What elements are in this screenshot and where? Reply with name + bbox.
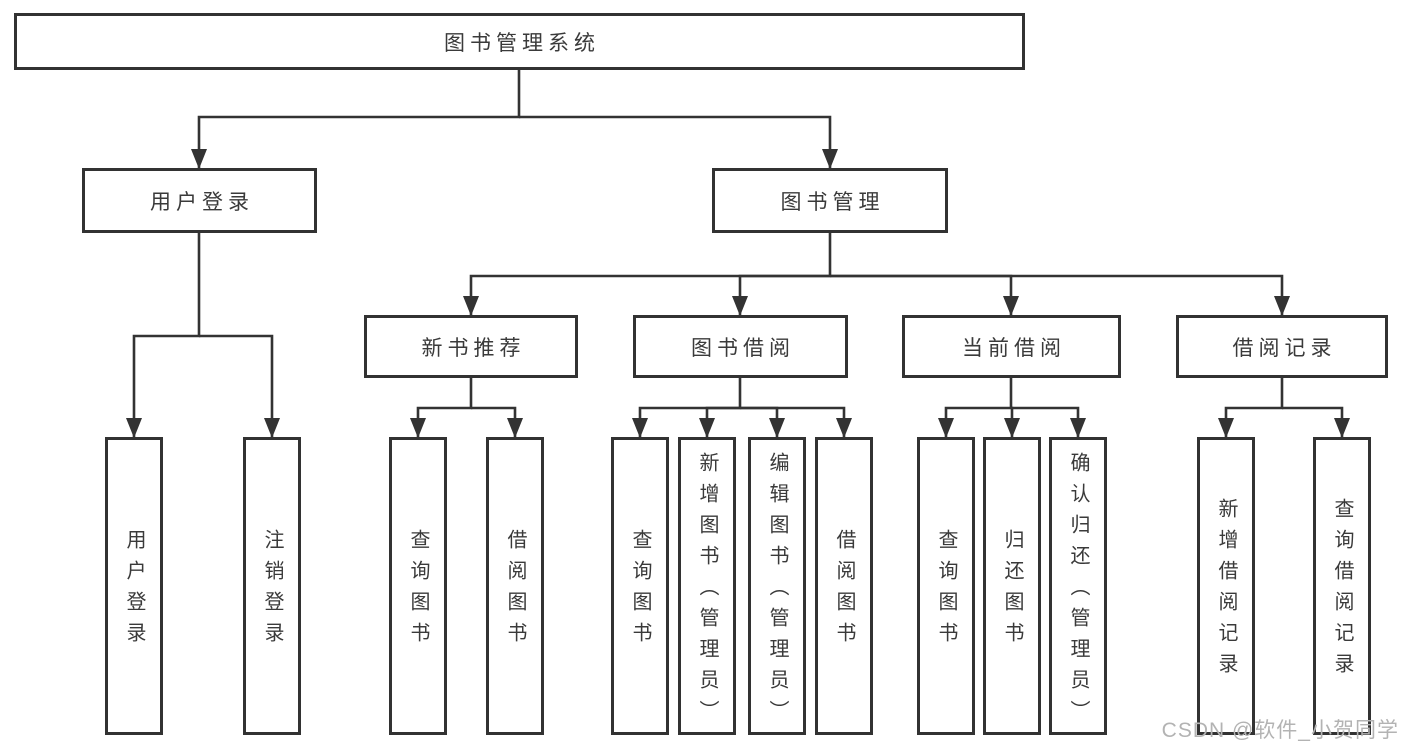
connector-cb-to-query [938,378,1013,438]
leaf-cb-confirm-return-admin-label: 确认归还（管理员） [1067,451,1089,731]
leaf-nbr-query-books-label: 查询图书 [407,529,429,653]
connector-bb-to-borrow [740,406,852,438]
connector-root-to-book-management [519,115,838,169]
connector-mgmt-to-borrow-records [830,274,1290,316]
csdn-watermark: CSDN @软件_小贺同学 [1161,719,1399,742]
leaf-bb-edit-books-admin-label: 编辑图书（管理员） [766,451,788,731]
connector-br-to-add [1218,378,1284,438]
leaf-bb-edit-books-admin: 编辑图书（管理员） [748,437,806,735]
node-user-login: 用户登录 [82,168,317,233]
node-book-management-label: 图书管理 [780,190,885,214]
leaf-user-login-label: 用户登录 [123,529,145,653]
connector-cb-to-return [1004,406,1020,438]
connector-login-to-leaf-login [126,233,201,438]
leaf-br-query-record: 查询借阅记录 [1313,437,1371,735]
leaf-cb-query-books: 查询图书 [917,437,975,735]
node-new-book-recommend-label: 新书推荐 [421,336,526,360]
leaf-cb-query-books-label: 查询图书 [935,529,957,653]
node-current-borrowing: 当前借阅 [902,315,1121,378]
connector-bb-to-add [699,406,740,438]
node-book-management: 图书管理 [712,168,948,233]
leaf-br-add-record-label: 新增借阅记录 [1215,498,1237,684]
leaf-bb-add-books-admin: 新增图书（管理员） [678,437,736,735]
connector-root-to-user-login [191,70,521,169]
connector-mgmt-to-new-book [463,233,832,316]
connector-nbr-to-borrow [471,406,523,438]
leaf-bb-borrow-books: 借阅图书 [815,437,873,735]
connector-login-to-leaf-logout [199,334,280,438]
connector-br-to-query [1282,406,1350,438]
leaf-nbr-query-books: 查询图书 [389,437,447,735]
leaf-cb-confirm-return-admin: 确认归还（管理员） [1049,437,1107,735]
node-root-system: 图书管理系统 [14,13,1025,70]
leaf-bb-add-books-admin-label: 新增图书（管理员） [696,451,718,731]
node-book-borrowing-label: 图书借阅 [691,336,795,360]
node-borrowing-records-label: 借阅记录 [1232,336,1337,360]
connector-cb-to-confirm [1011,406,1086,438]
node-current-borrowing-label: 当前借阅 [962,336,1066,360]
leaf-cb-return-books-label: 归还图书 [1001,529,1023,653]
node-root-label: 图书管理系统 [444,31,600,55]
node-borrowing-records: 借阅记录 [1176,315,1388,378]
leaf-user-login: 用户登录 [105,437,163,735]
leaf-bb-borrow-books-label: 借阅图书 [833,529,855,653]
connector-mgmt-to-book-borrow [732,274,830,316]
leaf-nbr-borrow-books-label: 借阅图书 [504,529,526,653]
node-user-login-label: 用户登录 [150,190,254,214]
leaf-cb-return-books: 归还图书 [983,437,1041,735]
leaf-logout-label: 注销登录 [261,529,283,653]
leaf-logout: 注销登录 [243,437,301,735]
leaf-br-add-record: 新增借阅记录 [1197,437,1255,735]
connector-bb-to-query [632,378,742,438]
node-new-book-recommend: 新书推荐 [364,315,578,378]
connector-mgmt-to-current-borrow [830,274,1019,316]
connector-nbr-to-query [410,378,473,438]
connector-bb-to-edit [740,406,785,438]
leaf-bb-query-books: 查询图书 [611,437,669,735]
node-book-borrowing: 图书借阅 [633,315,848,378]
leaf-nbr-borrow-books: 借阅图书 [486,437,544,735]
leaf-br-query-record-label: 查询借阅记录 [1331,498,1353,684]
leaf-bb-query-books-label: 查询图书 [629,529,651,653]
